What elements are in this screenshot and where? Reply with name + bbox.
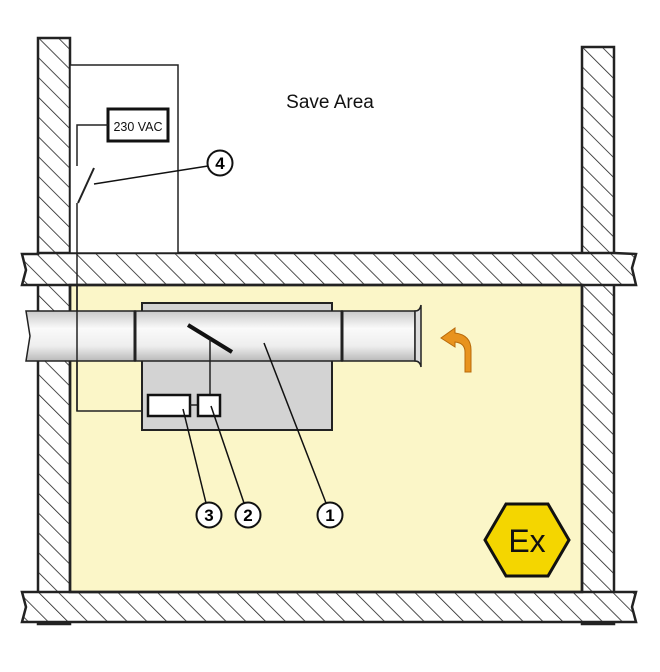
callout-2: 2	[234, 501, 262, 529]
control-cabinet	[69, 64, 179, 254]
safe-area-label: Save Area	[286, 92, 374, 113]
callout-1-text: 1	[325, 506, 334, 525]
callout-2-text: 2	[243, 506, 252, 525]
callout-1: 1	[316, 501, 344, 529]
callout-3: 3	[195, 501, 223, 529]
damper-blade	[186, 323, 234, 354]
power-supply-label: 230 VAC	[113, 120, 162, 134]
airflow-arrow-icon	[440, 327, 472, 373]
component-2-box	[196, 393, 222, 418]
ceiling-slab	[20, 251, 638, 287]
callout-3-text: 3	[204, 506, 213, 525]
callout-4-text: 4	[215, 154, 225, 173]
ex-symbol-text: Ex	[508, 523, 545, 559]
ex-hazard-sign: Ex	[483, 502, 571, 578]
switch-contact	[77, 167, 95, 204]
leader-lines	[93, 165, 327, 504]
floor-slab	[20, 590, 638, 624]
callout-4: 4	[206, 149, 234, 177]
right-wall	[580, 45, 616, 626]
duct-pipe	[25, 304, 422, 368]
